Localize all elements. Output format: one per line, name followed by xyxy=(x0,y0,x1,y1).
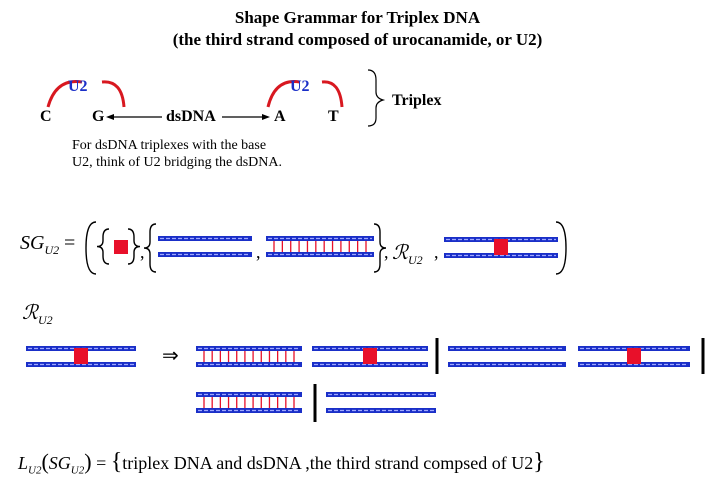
rule-rhs-1-remaining-u2-square xyxy=(363,348,377,364)
language-text: triplex DNA and dsDNA ,the third strand … xyxy=(122,453,534,473)
comma-2: , xyxy=(256,242,261,262)
rule-lhs-bottom xyxy=(26,362,136,367)
sg-open-paren xyxy=(85,221,97,275)
sg-symbol: SGU2 xyxy=(20,232,60,257)
rule-label: ℛU2 xyxy=(22,302,53,327)
start-shape-u2-square xyxy=(494,239,508,255)
shapes-open-brace xyxy=(143,223,157,273)
left-g-label: G xyxy=(92,108,105,125)
note-line-2: U2, think of U2 bridging the dsDNA. xyxy=(72,155,282,170)
terminals-open-brace xyxy=(96,228,110,265)
comma-4: , xyxy=(434,242,439,262)
rule-lhs-u2-square xyxy=(74,348,88,364)
comma-1: , xyxy=(140,242,145,262)
comma-3: , xyxy=(384,242,389,262)
sg-equals: = xyxy=(64,232,76,254)
arrow-head-right xyxy=(262,114,270,120)
terminals-close-brace xyxy=(127,228,141,265)
right-arc-right xyxy=(321,80,344,108)
language-line: LU2(SGU2) = {triplex DNA and dsDNA ,the … xyxy=(18,449,545,477)
right-a-label: A xyxy=(274,108,286,125)
left-u2-label: U2 xyxy=(68,78,88,95)
title-line-2: (the third strand composed of urocanamid… xyxy=(172,30,543,49)
language-l: L xyxy=(18,453,29,473)
rule-rhs-3-dsdna-bottom xyxy=(326,408,436,413)
triplex-brace xyxy=(367,69,386,127)
left-arc-right xyxy=(101,80,126,108)
rule-rhs-2-remaining-u2-square xyxy=(627,348,641,364)
triplex-label: Triplex xyxy=(392,92,442,109)
right-u2-label: U2 xyxy=(290,78,310,95)
sg-close-paren xyxy=(555,221,567,275)
right-arc-left xyxy=(266,80,301,108)
shapes-close-brace xyxy=(373,223,387,273)
dsdna-label: dsDNA xyxy=(166,108,216,125)
r-symbol: ℛU2 xyxy=(392,242,423,267)
note-line-1: For dsDNA triplexes with the base xyxy=(72,138,267,153)
left-arc-left xyxy=(46,80,83,108)
terminal-u2-square xyxy=(114,240,128,254)
arrow-head-left xyxy=(106,114,114,120)
right-t-label: T xyxy=(328,108,339,125)
left-c-label: C xyxy=(40,108,52,125)
rule-arrow: ⇒ xyxy=(162,345,179,367)
title-line-1: Shape Grammar for Triplex DNA xyxy=(234,8,481,27)
rule-rhs-3-dsdna-top xyxy=(326,392,436,397)
